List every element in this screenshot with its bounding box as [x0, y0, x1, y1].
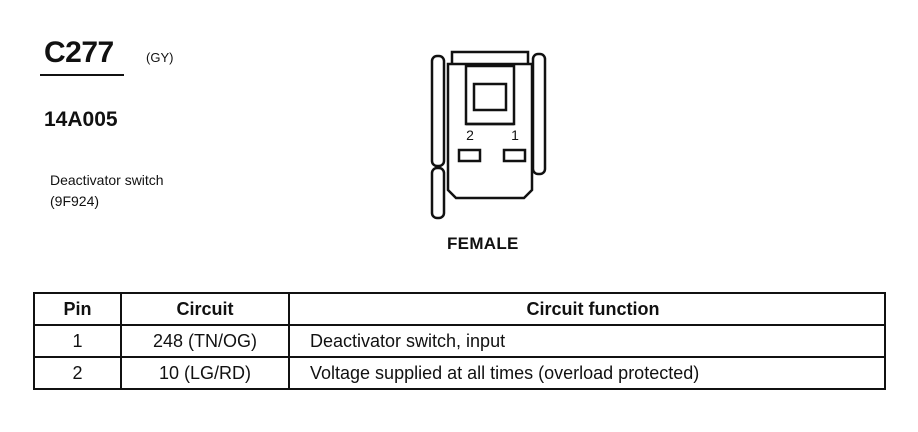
pin-cavity-2 — [457, 148, 482, 163]
cell-circuit-function: Deactivator switch, input — [288, 324, 886, 358]
left-latch-bar — [430, 54, 446, 168]
part-number: 14A005 — [44, 108, 118, 131]
header-circuit-function: Circuit function — [288, 292, 886, 326]
right-latch-bar — [531, 52, 547, 176]
bottom-left-stub — [430, 166, 446, 220]
header-pin: Pin — [33, 292, 122, 326]
cell-circuit: 248 (TN/OG) — [120, 324, 290, 358]
component-name: Deactivator switch — [50, 172, 164, 188]
cell-pin: 1 — [33, 324, 122, 358]
cell-pin: 2 — [33, 356, 122, 390]
table-row: 2 10 (LG/RD) Voltage supplied at all tim… — [33, 356, 886, 390]
lock-tab-window — [472, 82, 508, 112]
connector-color-code: (GY) — [146, 50, 174, 65]
connector-id-underline — [40, 74, 124, 76]
component-code: (9F924) — [50, 193, 100, 209]
table-header-row: Pin Circuit Circuit function — [33, 292, 886, 326]
header-circuit: Circuit — [120, 292, 290, 326]
pin-label-1: 1 — [511, 127, 519, 143]
top-bridge — [450, 50, 530, 64]
connector-face-diagram: 2 1 — [430, 50, 547, 220]
pin-cavity-1 — [502, 148, 527, 163]
pin-assignment-table: Pin Circuit Circuit function 1 248 (TN/O… — [33, 292, 886, 390]
cell-circuit: 10 (LG/RD) — [120, 356, 290, 390]
connector-id: C277 — [44, 36, 114, 69]
pin-label-2: 2 — [466, 127, 474, 143]
connector-gender-label: FEMALE — [447, 234, 519, 253]
table-row: 1 248 (TN/OG) Deactivator switch, input — [33, 324, 886, 358]
cell-circuit-function: Voltage supplied at all times (overload … — [288, 356, 886, 390]
